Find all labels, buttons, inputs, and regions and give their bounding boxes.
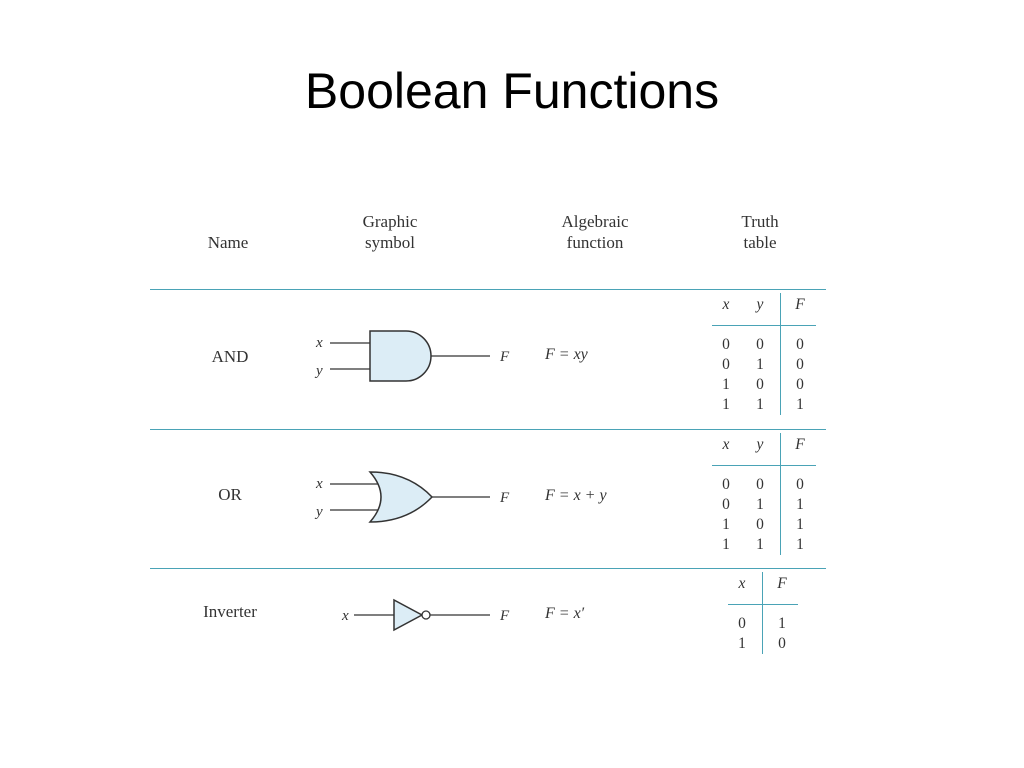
truth-table-cell: 0 <box>796 356 804 373</box>
gate-name: AND <box>211 347 249 366</box>
truth-table-cell: 0 <box>738 615 746 632</box>
truth-table-cell: 1 <box>756 396 764 413</box>
truth-table-cell: 0 <box>756 336 764 353</box>
truth-table-cell: 0 <box>796 336 804 353</box>
truth-table-divider <box>780 433 781 555</box>
separator-line <box>150 568 826 569</box>
truth-table-cell: 0 <box>722 496 730 513</box>
truth-table-header-cell: F <box>795 296 805 313</box>
truth-table-cell: 0 <box>778 635 786 652</box>
truth-table-cell: 1 <box>796 516 804 533</box>
input-label-x: x <box>315 335 323 351</box>
truth-table-header-cell: x <box>722 436 730 453</box>
truth-table-divider <box>712 325 816 326</box>
header-name: Name <box>207 233 249 252</box>
truth-table-cell: 1 <box>796 536 804 553</box>
truth-table-cell: 1 <box>796 396 804 413</box>
truth-table-cell: 1 <box>722 536 730 553</box>
slide-title: Boolean Functions <box>304 63 720 119</box>
algebraic-function: F = xy <box>545 346 588 363</box>
separator-line <box>150 429 826 430</box>
truth-table-header-cell: x <box>722 296 730 313</box>
truth-table-cell: 1 <box>722 396 730 413</box>
truth-table-cell: 0 <box>722 336 730 353</box>
algebraic-function: F = x′ <box>545 605 585 622</box>
gate-name: Inverter <box>203 602 257 621</box>
truth-table-cell: 0 <box>756 516 764 533</box>
inverter-gate-symbol: x F <box>341 598 510 632</box>
truth-table-cell: 1 <box>738 635 746 652</box>
and-gate-symbol: x y F <box>314 330 510 382</box>
truth-table-header-cell: F <box>777 575 787 592</box>
input-label-x: x <box>341 608 349 624</box>
truth-table-cell: 0 <box>756 376 764 393</box>
input-label-y: y <box>314 363 323 379</box>
input-label-x: x <box>315 476 323 492</box>
separator-line <box>150 289 826 290</box>
algebraic-function: F = x + y <box>545 487 607 504</box>
truth-table-cell: 0 <box>722 356 730 373</box>
truth-table-divider <box>780 293 781 415</box>
or-gate-symbol: x y F <box>314 471 510 523</box>
gate-name: OR <box>218 485 242 504</box>
truth-table-cell: 1 <box>756 496 764 513</box>
truth-table-header-cell: F <box>795 436 805 453</box>
output-label-f: F <box>499 349 510 365</box>
truth-table-divider <box>762 572 763 654</box>
truth-table-cell: 1 <box>756 536 764 553</box>
truth-table-cell: 1 <box>722 516 730 533</box>
truth-table-cell: 1 <box>796 496 804 513</box>
truth-table-cell: 0 <box>722 476 730 493</box>
truth-table-cell: 1 <box>756 356 764 373</box>
truth-table-divider <box>712 465 816 466</box>
truth-table-cell: 1 <box>722 376 730 393</box>
output-label-f: F <box>499 608 510 624</box>
truth-table-header-cell: y <box>756 436 764 453</box>
truth-table-divider <box>728 604 798 605</box>
truth-table-cell: 1 <box>778 615 786 632</box>
truth-table-header-cell: x <box>738 575 746 592</box>
truth-table-cell: 0 <box>796 376 804 393</box>
input-label-y: y <box>314 504 323 520</box>
truth-table-cell: 0 <box>796 476 804 493</box>
truth-table-cell: 0 <box>756 476 764 493</box>
truth-table-header-cell: y <box>756 296 764 313</box>
output-label-f: F <box>499 490 510 506</box>
